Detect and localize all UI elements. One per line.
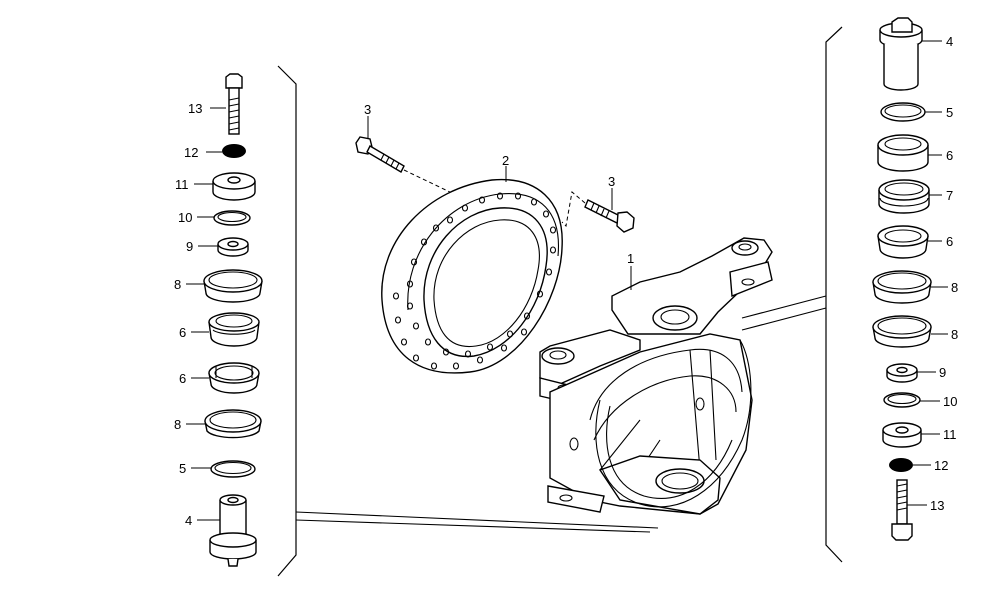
part-8-seal-right-bottom <box>872 315 932 348</box>
part-12-nut-right <box>889 458 913 472</box>
callout-9-left: 9 <box>186 239 193 254</box>
callout-2: 2 <box>502 153 509 168</box>
callout-8-left-top: 8 <box>174 277 181 292</box>
part-8-seal-left-top <box>203 269 263 303</box>
callout-13-right: 13 <box>930 498 944 513</box>
callout-6-right-upper: 6 <box>946 148 953 163</box>
callout-10-right: 10 <box>943 394 957 409</box>
callout-10-left: 10 <box>178 210 192 225</box>
callout-7-right: 7 <box>946 188 953 203</box>
part-5-oring-left <box>210 460 256 478</box>
part-13-bolt-left <box>225 73 243 135</box>
part-6-bearing-left-upper <box>208 312 260 347</box>
callout-4-left: 4 <box>185 513 192 528</box>
center-callouts: 1 2 3 3 <box>364 102 634 290</box>
callout-5-left: 5 <box>179 461 186 476</box>
part-3-bolt-lower <box>561 191 635 233</box>
callout-8-right-top: 8 <box>951 280 958 295</box>
callout-3-lower: 3 <box>608 174 615 189</box>
part-6-bearing-left-lower <box>208 362 260 394</box>
callout-11-left: 11 <box>175 177 189 192</box>
callout-3-upper: 3 <box>364 102 371 117</box>
part-6-bearing-right-upper <box>877 134 929 172</box>
part-12-nut-left <box>222 144 246 158</box>
callout-13-left: 13 <box>188 101 202 116</box>
part-10-ring-right <box>883 392 921 408</box>
callout-9-right: 9 <box>939 365 946 380</box>
part-9-washer-left <box>217 237 249 257</box>
part-7-bearing-right <box>878 179 930 214</box>
part-11-washer-left <box>212 172 256 201</box>
callout-6-right-lower: 6 <box>946 234 953 249</box>
callout-4-right: 4 <box>946 34 953 49</box>
part-13-bolt-right <box>891 479 913 541</box>
part-5-oring-right <box>880 102 926 122</box>
part-1-steering-knuckle <box>539 237 773 515</box>
part-8-seal-left-bottom <box>204 409 262 439</box>
callout-12-right: 12 <box>934 458 948 473</box>
part-11-washer-right <box>882 422 922 448</box>
left-callouts: 13 12 11 10 9 8 6 6 8 5 4 <box>174 101 226 528</box>
connector-lines <box>295 295 827 533</box>
left-group-bracket <box>277 65 297 577</box>
part-3-bolt-upper <box>355 136 453 194</box>
callout-1: 1 <box>627 251 634 266</box>
callout-8-left-bottom: 8 <box>174 417 181 432</box>
part-9-washer-right <box>886 363 918 383</box>
callout-8-right-bottom: 8 <box>951 327 958 342</box>
callout-6-left-upper: 6 <box>179 325 186 340</box>
callout-6-left-lower: 6 <box>179 371 186 386</box>
part-10-ring-left <box>213 210 251 226</box>
callout-11-right: 11 <box>943 427 957 442</box>
part-2-slewing-ring <box>381 178 563 374</box>
part-4-kingpin-right <box>879 17 923 91</box>
part-4-kingpin-left <box>209 494 257 567</box>
right-group-bracket <box>825 26 843 563</box>
part-6-bearing-right-lower <box>877 225 929 259</box>
callout-5-right: 5 <box>946 105 953 120</box>
part-8-seal-right-top <box>872 270 932 304</box>
callout-12-left: 12 <box>184 145 198 160</box>
right-callouts: 4 5 6 7 6 8 8 9 10 11 12 13 <box>907 34 958 513</box>
